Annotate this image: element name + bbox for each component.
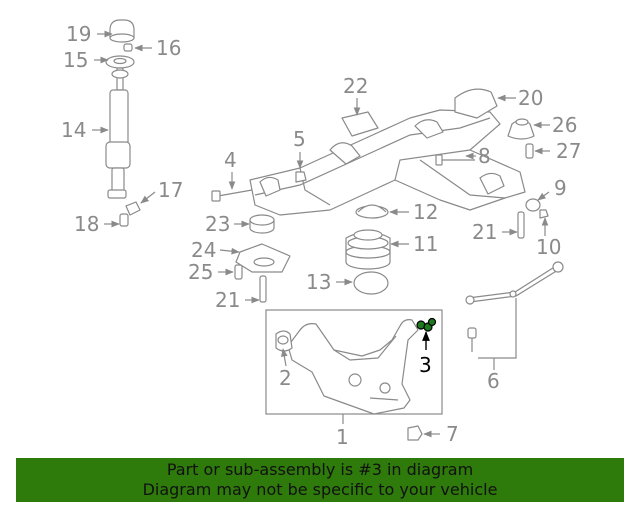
strut-part bbox=[109, 89, 129, 146]
pad-part-22 bbox=[341, 111, 379, 137]
bolt-part-25 bbox=[234, 264, 243, 280]
assembly-box bbox=[265, 309, 443, 415]
info-banner: Part or sub-assembly is #3 in diagram Di… bbox=[16, 458, 624, 502]
callout-11: 11 bbox=[413, 232, 438, 256]
callout-18: 18 bbox=[74, 212, 99, 236]
bolt-part-21-left bbox=[259, 275, 267, 303]
nut-part-7 bbox=[407, 425, 423, 441]
control-arm-part-1 bbox=[287, 319, 419, 415]
callout-13: 13 bbox=[306, 270, 331, 294]
bushing-part-23 bbox=[249, 214, 275, 234]
nut-part-16 bbox=[123, 43, 133, 52]
highlighted-part-3 bbox=[416, 317, 437, 332]
nut-part-10 bbox=[539, 209, 549, 219]
callout-4: 4 bbox=[224, 148, 237, 172]
bolt-part-27 bbox=[525, 143, 534, 159]
callout-22: 22 bbox=[343, 74, 368, 98]
callout-17: 17 bbox=[158, 178, 183, 202]
callout-26: 26 bbox=[552, 113, 577, 137]
o-ring-part-13 bbox=[353, 271, 389, 295]
callout-1: 1 bbox=[336, 425, 349, 449]
callout-16: 16 bbox=[156, 36, 181, 60]
callout-19: 19 bbox=[66, 22, 91, 46]
clip-part-17 bbox=[125, 201, 141, 216]
washer-part-9 bbox=[525, 198, 541, 212]
callout-27: 27 bbox=[556, 139, 581, 163]
callout-20: 20 bbox=[518, 86, 543, 110]
banner-line-2: Diagram may not be specific to your vehi… bbox=[142, 480, 498, 499]
bolt-part-18 bbox=[119, 213, 129, 227]
callout-12: 12 bbox=[413, 200, 438, 224]
callout-7: 7 bbox=[446, 422, 459, 446]
callout-5: 5 bbox=[293, 127, 306, 151]
nut-part-5 bbox=[295, 171, 307, 183]
callout-6: 6 bbox=[487, 369, 500, 393]
bolt-part-4 bbox=[217, 189, 253, 197]
callout-21-right: 21 bbox=[472, 220, 497, 244]
bushing-part-2 bbox=[275, 330, 293, 352]
callout-14: 14 bbox=[61, 118, 86, 142]
callout-15: 15 bbox=[63, 48, 88, 72]
callout-23: 23 bbox=[205, 212, 230, 236]
callout-labels: 19 16 15 14 17 18 4 5 22 20 26 27 8 9 10… bbox=[61, 22, 581, 449]
callout-2: 2 bbox=[279, 366, 292, 390]
callout-24: 24 bbox=[191, 238, 216, 262]
strut-assembly bbox=[105, 19, 141, 227]
callout-21-left: 21 bbox=[215, 288, 240, 312]
bushing-part-11 bbox=[345, 229, 391, 270]
parts-diagram: 19 16 15 14 17 18 4 5 22 20 26 27 8 9 10… bbox=[61, 19, 581, 449]
frame-crossmember bbox=[211, 88, 526, 216]
callout-10: 10 bbox=[536, 235, 561, 259]
leader-lines bbox=[92, 30, 550, 438]
callout-8: 8 bbox=[478, 144, 491, 168]
bolt-part-21-right bbox=[517, 211, 525, 239]
tie-rod-part-6 bbox=[465, 261, 564, 359]
mount-part-20 bbox=[454, 88, 498, 119]
callout-9: 9 bbox=[554, 176, 567, 200]
right-mount bbox=[507, 118, 535, 159]
callout-25: 25 bbox=[188, 260, 213, 284]
banner-line-1: Part or sub-assembly is #3 in diagram bbox=[166, 460, 474, 479]
callout-3: 3 bbox=[419, 353, 432, 377]
